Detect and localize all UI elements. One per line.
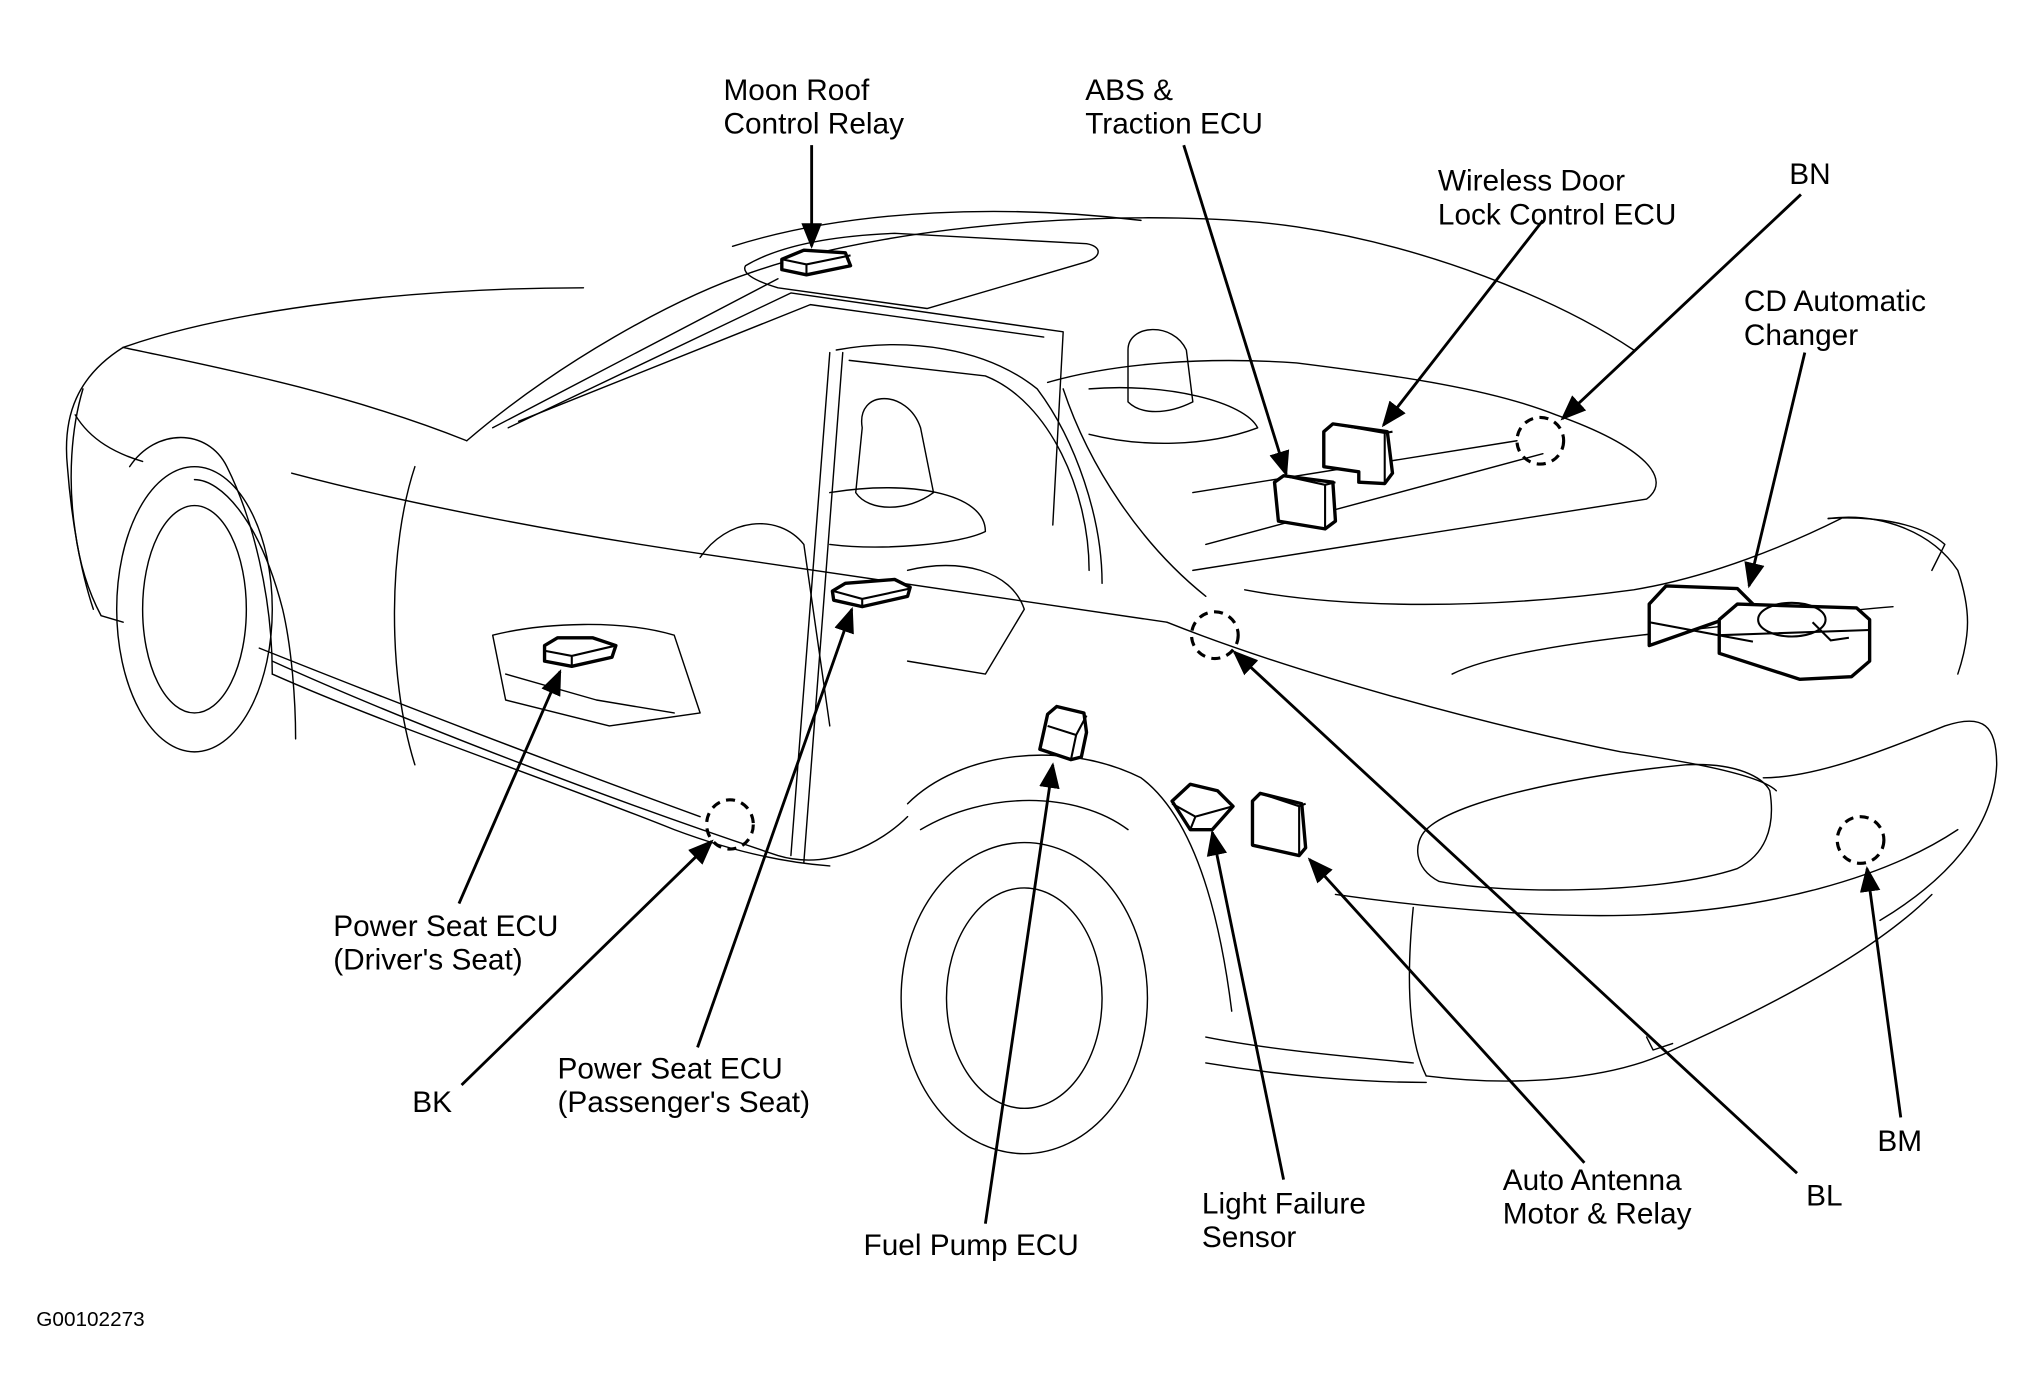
leader-fuel-pump: [983, 762, 1060, 1224]
car-outline-drawing: [65, 210, 1998, 1155]
callout-text: Power Seat ECU: [333, 910, 558, 943]
leader-abs-traction: [1182, 144, 1290, 477]
leader-power-seat-passenger: [696, 606, 854, 1048]
callout-bk: BK: [412, 1086, 452, 1119]
connector-bl-ring: [1189, 610, 1240, 661]
leader-cd-changer: [1744, 352, 1807, 589]
connector-bm-ring: [1835, 815, 1886, 865]
callout-text: BM: [1877, 1125, 1922, 1158]
leader-lines: [457, 144, 1903, 1224]
abs-traction-ecu-part: [1272, 474, 1338, 531]
leader-bn: [1560, 193, 1802, 421]
callout-text: Lock Control ECU: [1438, 198, 1676, 231]
callout-text: Auto Antenna: [1503, 1164, 1682, 1197]
callout-text: Light Failure: [1202, 1187, 1366, 1220]
connector-bn-ring: [1515, 415, 1566, 466]
callout-text: ABS &: [1085, 74, 1173, 107]
callout-text: Changer: [1744, 319, 1858, 352]
callout-text: Wireless Door: [1438, 165, 1625, 198]
callout-text: (Passenger's Seat): [558, 1086, 810, 1119]
leader-auto-antenna: [1307, 857, 1586, 1164]
auto-antenna-motor-relay-part: [1250, 791, 1308, 858]
callout-auto-antenna-motor-relay: Auto Antenna Motor & Relay: [1503, 1164, 1692, 1231]
callout-wireless-door-lock-ecu: Wireless Door Lock Control ECU: [1438, 165, 1676, 232]
callout-power-seat-ecu-driver: Power Seat ECU (Driver's Seat): [333, 910, 558, 977]
callout-text: Fuel Pump ECU: [864, 1229, 1079, 1262]
connector-bk-ring: [705, 798, 755, 851]
callout-text: Traction ECU: [1085, 108, 1263, 141]
callout-abs-traction-ecu: ABS & Traction ECU: [1085, 74, 1263, 141]
leader-light-failure: [1206, 829, 1285, 1180]
callout-text: Power Seat ECU: [558, 1053, 783, 1086]
light-failure-sensor-part: [1170, 782, 1235, 832]
callout-text: Motor & Relay: [1503, 1198, 1692, 1231]
power-seat-ecu-passenger-part: [830, 577, 912, 609]
leader-bk: [460, 839, 714, 1087]
callout-moon-roof-control-relay: Moon Roof Control Relay: [723, 74, 904, 141]
wireless-door-lock-ecu-part: [1322, 422, 1395, 486]
callout-text: BL: [1806, 1180, 1842, 1213]
fuel-pump-ecu-part: [1038, 704, 1089, 762]
callout-bm: BM: [1877, 1125, 1922, 1158]
callout-text: BK: [412, 1086, 452, 1119]
leader-wireless-door: [1381, 219, 1545, 428]
callout-power-seat-ecu-passenger: Power Seat ECU (Passenger's Seat): [558, 1053, 810, 1120]
callout-bn: BN: [1789, 158, 1830, 191]
callout-light-failure-sensor: Light Failure Sensor: [1202, 1187, 1366, 1254]
callout-bl: BL: [1806, 1180, 1842, 1213]
callout-cd-automatic-changer: CD Automatic Changer: [1744, 285, 1926, 352]
callout-text: BN: [1789, 158, 1830, 191]
leader-bm: [1859, 865, 1903, 1118]
leader-power-seat-driver: [457, 669, 562, 905]
callout-text: Moon Roof: [723, 74, 869, 107]
moon-roof-control-relay-part: [780, 248, 853, 277]
callout-text: CD Automatic: [1744, 285, 1926, 318]
leader-bl: [1232, 650, 1798, 1175]
callout-text: (Driver's Seat): [333, 944, 522, 977]
callout-fuel-pump-ecu: Fuel Pump ECU: [864, 1229, 1079, 1262]
callout-text: Control Relay: [723, 108, 904, 141]
callout-text: Sensor: [1202, 1221, 1296, 1254]
power-seat-ecu-driver-part: [542, 636, 618, 668]
figure-id: G00102273: [36, 1308, 144, 1331]
cd-automatic-changer-part: [1647, 584, 1872, 681]
